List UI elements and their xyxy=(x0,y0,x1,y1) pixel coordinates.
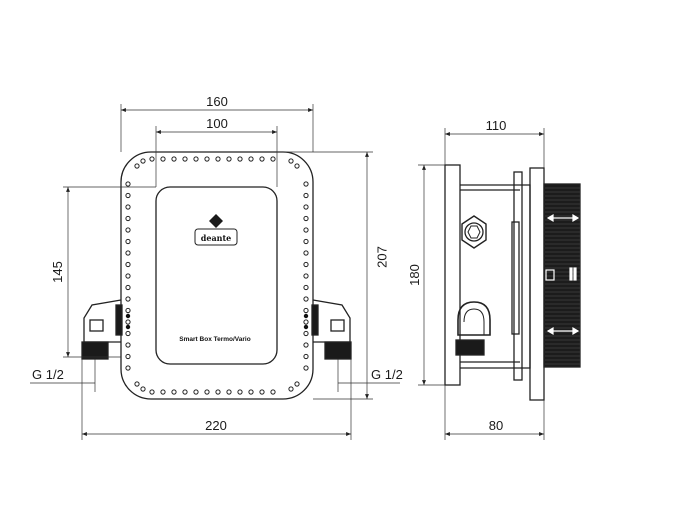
bolt-hole xyxy=(125,181,131,187)
bolt-hole-filled xyxy=(125,324,131,330)
dim-label-100: 100 xyxy=(206,116,228,131)
side-back-plate xyxy=(444,164,461,386)
bolt-hole xyxy=(125,330,131,337)
bolt-hole xyxy=(294,163,300,169)
bolt-hole xyxy=(303,273,309,279)
bolt-hole xyxy=(125,307,131,314)
bolt-hole xyxy=(303,204,309,210)
bolt-hole xyxy=(125,319,131,325)
dim-label-207: 207 xyxy=(375,246,390,268)
bolt-hole xyxy=(294,381,300,387)
port-label-left: G 1/2 xyxy=(32,367,64,382)
bolt-hole xyxy=(248,156,254,162)
bolt-hole xyxy=(193,156,199,162)
bolt-hole xyxy=(248,389,254,395)
bolt-hole xyxy=(125,250,131,256)
bolt-hole xyxy=(303,353,309,360)
front-view xyxy=(81,151,352,400)
bolt-hole xyxy=(226,389,232,395)
bolt-hole xyxy=(303,261,309,268)
bolt-hole xyxy=(182,389,188,395)
side-view xyxy=(444,164,581,401)
bolt-hole xyxy=(303,284,309,291)
bolt-hole xyxy=(259,389,265,395)
bolt-hole xyxy=(125,342,131,348)
bolt-hole xyxy=(125,353,131,360)
bolt-hole xyxy=(288,386,294,392)
hex-fitting-icon xyxy=(461,215,487,249)
right-bracket-pad xyxy=(324,341,352,360)
bolt-hole xyxy=(270,389,276,395)
bolt-hole xyxy=(303,296,309,302)
bolt-hole xyxy=(303,227,309,233)
bolt-hole xyxy=(303,238,309,245)
front-outer-frame xyxy=(120,151,314,400)
bolt-hole xyxy=(204,389,210,395)
bolt-hole xyxy=(226,156,232,162)
cover-arrow-markers xyxy=(545,213,580,336)
elbow-fitting xyxy=(457,301,491,336)
front-cover-plate xyxy=(155,186,278,365)
bolt-hole xyxy=(303,250,309,256)
bolt-hole xyxy=(193,389,199,395)
left-bracket-pad xyxy=(81,341,109,360)
bolt-hole xyxy=(149,156,155,162)
brand-logo-badge: deante xyxy=(194,214,238,246)
dim-label-145: 145 xyxy=(50,261,65,283)
dim-label-110: 110 xyxy=(486,118,507,133)
dim-label-180: 180 xyxy=(407,264,422,286)
bolt-hole xyxy=(160,156,166,162)
logo-diamond-icon xyxy=(209,214,223,228)
dim-label-220: 220 xyxy=(205,418,227,433)
bolt-hole xyxy=(125,273,131,279)
bolt-hole xyxy=(303,365,309,371)
bolt-hole xyxy=(125,238,131,245)
frame-bolt-holes xyxy=(125,156,309,395)
bolt-hole xyxy=(140,158,146,164)
bolt-hole xyxy=(204,156,210,162)
bolt-hole xyxy=(288,158,294,164)
port-label-right: G 1/2 xyxy=(371,367,403,382)
bolt-hole xyxy=(215,156,221,162)
bolt-hole-filled xyxy=(303,324,309,330)
bolt-hole-filled xyxy=(303,313,309,319)
bolt-hole xyxy=(125,204,131,210)
bolt-hole xyxy=(303,319,309,325)
bolt-hole xyxy=(215,389,221,395)
bolt-hole xyxy=(140,386,146,392)
bolt-hole xyxy=(125,215,131,222)
dim-label-80: 80 xyxy=(489,418,503,433)
bolt-hole xyxy=(125,192,131,199)
bolt-hole xyxy=(182,156,188,162)
bolt-hole xyxy=(134,381,140,387)
bolt-hole xyxy=(125,365,131,371)
bolt-hole xyxy=(303,215,309,222)
bolt-hole xyxy=(171,389,177,395)
bolt-hole xyxy=(134,163,140,169)
bolt-hole xyxy=(171,156,177,162)
product-label: Smart Box Termo/Vario xyxy=(179,336,250,343)
bolt-hole xyxy=(259,156,265,162)
dim-label-160: 160 xyxy=(206,94,228,109)
bolt-hole xyxy=(125,227,131,233)
side-front-plate xyxy=(529,167,545,401)
bolt-hole xyxy=(125,261,131,268)
bolt-hole xyxy=(149,389,155,395)
bolt-hole xyxy=(125,296,131,302)
bolt-hole xyxy=(160,389,166,395)
bolt-hole xyxy=(303,342,309,348)
bolt-hole-filled xyxy=(125,313,131,319)
bolt-hole xyxy=(125,284,131,291)
bolt-hole xyxy=(303,181,309,187)
brand-logo-text: deante xyxy=(201,233,231,243)
bolt-hole xyxy=(237,389,243,395)
bolt-hole xyxy=(303,330,309,337)
cover-ribs xyxy=(545,187,580,365)
bolt-hole xyxy=(303,192,309,199)
bolt-hole xyxy=(303,307,309,314)
bolt-hole xyxy=(237,156,243,162)
bolt-hole xyxy=(270,156,276,162)
